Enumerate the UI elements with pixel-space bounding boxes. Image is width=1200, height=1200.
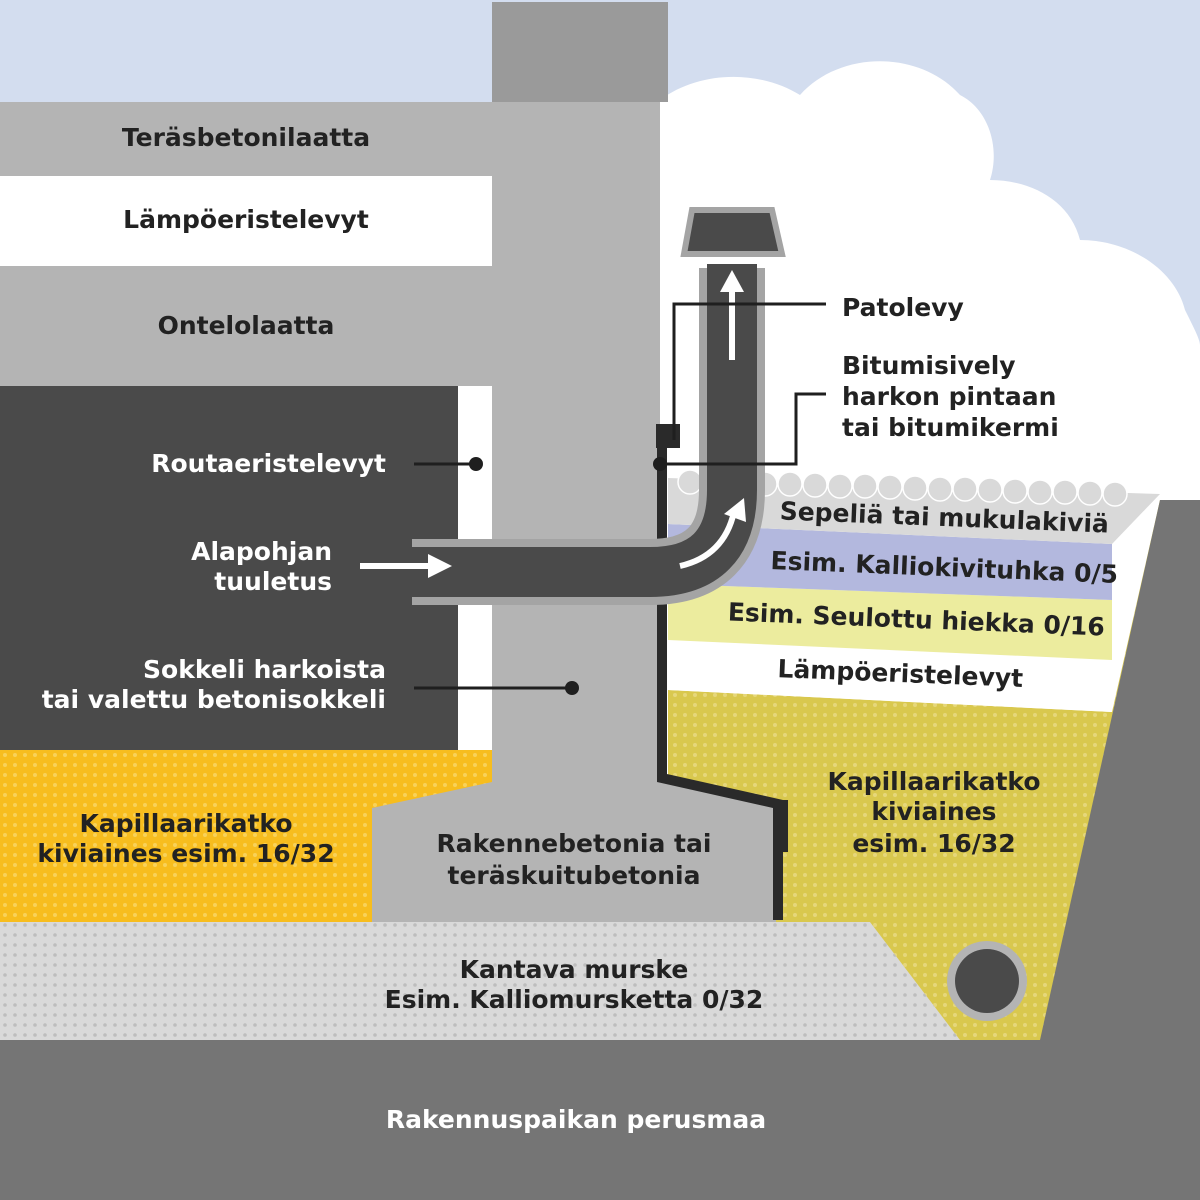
label-crushed-stone-2: Esim. Kalliomursketta 0/32 <box>385 985 764 1014</box>
drain-pipe <box>947 941 1027 1021</box>
label-socket-2: tai valettu betonisokkeli <box>42 685 386 714</box>
leader-dots <box>469 457 667 695</box>
label-structural-concrete-2: teräskuitubetonia <box>448 861 701 890</box>
label-capillary-right-1: Kapillaarikatko <box>827 767 1040 796</box>
label-capillary-left-1: Kapillaarikatko <box>79 809 292 838</box>
socket-and-footing <box>372 102 776 922</box>
membrane-top-cap <box>656 424 680 448</box>
stone-dust-layer <box>668 524 1112 600</box>
label-structural-concrete-1: Rakennebetonia tai <box>437 829 712 858</box>
label-dimple-board: Patolevy <box>842 293 964 322</box>
label-bitumen-2: harkon pintaan <box>842 382 1056 411</box>
label-ventilation-1: Alapohjan <box>191 537 332 566</box>
ground-slope <box>1040 500 1200 1040</box>
leader-lines <box>414 302 826 690</box>
membrane-side-tab <box>778 800 788 852</box>
sand-layer <box>668 584 1112 660</box>
label-capillary-right-2: kiviaines <box>871 797 996 826</box>
column-top <box>492 2 668 102</box>
label-bitumen-3: tai bitumikermi <box>842 413 1059 442</box>
label-capillary-left-2: kiviaines esim. 16/32 <box>37 839 334 868</box>
label-capillary-right-3: esim. 16/32 <box>852 829 1015 858</box>
label-frost-insulation: Routaeristelevyt <box>151 449 386 478</box>
insulation-board-top <box>0 176 492 266</box>
ground <box>0 1040 1200 1200</box>
label-ground: Rakennuspaikan perusmaa <box>386 1105 766 1134</box>
insulation-board-right <box>668 640 1112 712</box>
label-steel-concrete-slab: Teräsbetonilaatta <box>122 123 370 152</box>
label-ventilation-2: tuuletus <box>214 567 332 596</box>
pipe-cap <box>680 207 786 257</box>
label-hollow-core-slab: Ontelolaatta <box>158 311 335 340</box>
label-socket-1: Sokkeli harkoista <box>143 655 386 684</box>
label-bitumen-1: Bitumisively <box>842 351 1016 380</box>
crushed-stone-layer <box>0 922 960 1040</box>
label-insulation-top: Lämpöeristelevyt <box>123 205 369 234</box>
capillary-right <box>668 500 1200 1040</box>
label-crushed-stone-1: Kantava murske <box>460 955 689 984</box>
